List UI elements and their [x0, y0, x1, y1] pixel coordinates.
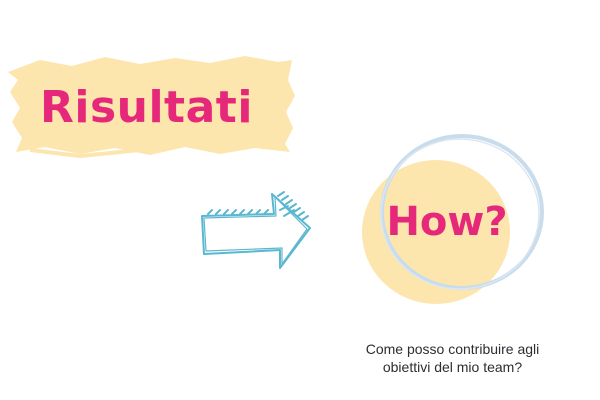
caption-line-2: obiettivi del mio team? [382, 359, 523, 375]
caption-line-1: Come posso contribuire agli [365, 341, 540, 357]
caption-text: Come posso contribuire agli obiettivi de… [345, 340, 560, 376]
slide-title: Risultati [40, 82, 253, 133]
question-heading: How? [386, 199, 508, 245]
title-highlight [8, 56, 295, 159]
hand-drawn-arrow-right-icon [201, 191, 311, 269]
circle-badge [362, 134, 544, 304]
